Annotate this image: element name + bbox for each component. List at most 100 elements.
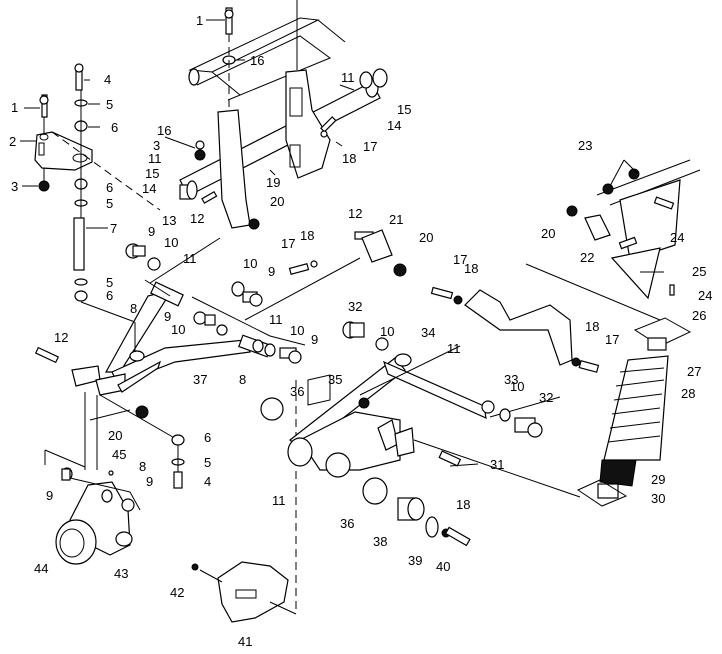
callout-43: 43 xyxy=(114,566,128,581)
callout-13: 13 xyxy=(162,213,176,228)
callout-12: 12 xyxy=(190,211,204,226)
callout-9: 9 xyxy=(148,224,155,239)
lower-a-arm xyxy=(287,345,581,498)
shock-absorber xyxy=(576,317,692,507)
callout-25: 25 xyxy=(692,264,706,279)
callout-10: 10 xyxy=(290,323,304,338)
callout-15: 15 xyxy=(397,102,411,117)
steering-post xyxy=(73,63,136,323)
callout-6: 6 xyxy=(106,180,113,195)
leader-lines xyxy=(20,19,664,467)
callout-8: 8 xyxy=(130,301,137,316)
callout-19: 19 xyxy=(266,175,280,190)
callout-4: 4 xyxy=(104,72,111,87)
callout-17: 17 xyxy=(453,252,467,267)
callout-14: 14 xyxy=(387,118,401,133)
callout-6: 6 xyxy=(111,120,118,135)
callout-1: 1 xyxy=(11,100,18,115)
tie-rod-hardware xyxy=(99,394,185,489)
callout-44: 44 xyxy=(34,561,48,576)
callout-17: 17 xyxy=(363,139,377,154)
callout-27: 27 xyxy=(687,364,701,379)
callout-16: 16 xyxy=(250,53,264,68)
callout-14: 14 xyxy=(142,181,156,196)
a-arm-bushings xyxy=(125,237,306,364)
callout-32: 32 xyxy=(348,299,362,314)
spindle-post xyxy=(44,392,98,470)
callout-22: 22 xyxy=(580,250,594,265)
callout-5: 5 xyxy=(106,97,113,112)
callout-10: 10 xyxy=(510,379,524,394)
callout-23: 23 xyxy=(578,138,592,153)
callout-20: 20 xyxy=(541,226,555,241)
callout-34: 34 xyxy=(421,325,435,340)
callout-24: 24 xyxy=(670,230,684,245)
callout-29: 29 xyxy=(651,472,665,487)
callout-16: 16 xyxy=(157,123,171,138)
callout-8: 8 xyxy=(239,372,246,387)
callout-12: 12 xyxy=(348,206,362,221)
callout-20: 20 xyxy=(419,230,433,245)
callout-12: 12 xyxy=(54,330,68,345)
lower-arm-bushings xyxy=(260,321,543,547)
callout-39: 39 xyxy=(408,553,422,568)
callout-15: 15 xyxy=(145,166,159,181)
callout-11: 11 xyxy=(447,341,461,356)
callout-33: 33 xyxy=(504,372,518,387)
callout-20: 20 xyxy=(270,194,284,209)
callout-5: 5 xyxy=(106,196,113,211)
end-bushings xyxy=(179,68,388,200)
callout-9: 9 xyxy=(311,332,318,347)
callout-45: 45 xyxy=(112,447,126,462)
callout-18: 18 xyxy=(342,151,356,166)
pivot-bracket-right xyxy=(285,69,331,179)
callout-6: 6 xyxy=(106,288,113,303)
steering-bracket xyxy=(34,94,161,211)
callout-20: 20 xyxy=(108,428,122,443)
callout-17: 17 xyxy=(281,236,295,251)
callout-4: 4 xyxy=(204,474,211,489)
callout-18: 18 xyxy=(585,319,599,334)
callout-11: 11 xyxy=(148,151,162,166)
callout-35: 35 xyxy=(328,372,342,387)
strut-bracket xyxy=(430,286,600,373)
callout-9: 9 xyxy=(268,264,275,279)
callout-11: 11 xyxy=(183,251,197,266)
callout-3: 3 xyxy=(153,138,160,153)
pivot-bracket-left xyxy=(217,109,251,229)
callout-9: 9 xyxy=(164,309,171,324)
callout-10: 10 xyxy=(171,322,185,337)
callout-31: 31 xyxy=(490,457,504,472)
callout-36: 36 xyxy=(290,384,304,399)
callout-11: 11 xyxy=(269,312,283,327)
callout-24: 24 xyxy=(698,288,712,303)
callout-10: 10 xyxy=(380,324,394,339)
bolt-1-top xyxy=(222,7,236,112)
callout-41: 41 xyxy=(238,634,252,649)
small-hardware-upper xyxy=(194,116,337,230)
upper-a-arm xyxy=(34,281,272,419)
frame-crossmember xyxy=(188,0,346,101)
callout-1: 1 xyxy=(196,13,203,28)
callout-17: 17 xyxy=(605,332,619,347)
callout-2: 2 xyxy=(9,134,16,149)
callout-18: 18 xyxy=(464,261,478,276)
callout-42: 42 xyxy=(170,585,184,600)
callout-11: 11 xyxy=(341,70,355,85)
callout-21: 21 xyxy=(389,212,403,227)
callout-36: 36 xyxy=(340,516,354,531)
callout-18: 18 xyxy=(456,497,470,512)
callout-9: 9 xyxy=(46,488,53,503)
callout-5: 5 xyxy=(204,455,211,470)
callout-7: 7 xyxy=(110,221,117,236)
callout-38: 38 xyxy=(373,534,387,549)
callout-10: 10 xyxy=(164,235,178,250)
callout-3: 3 xyxy=(11,179,18,194)
callout-30: 30 xyxy=(651,491,665,506)
callout-40: 40 xyxy=(436,559,450,574)
knuckle xyxy=(55,467,141,565)
callout-37: 37 xyxy=(193,372,207,387)
callout-26: 26 xyxy=(692,308,706,323)
